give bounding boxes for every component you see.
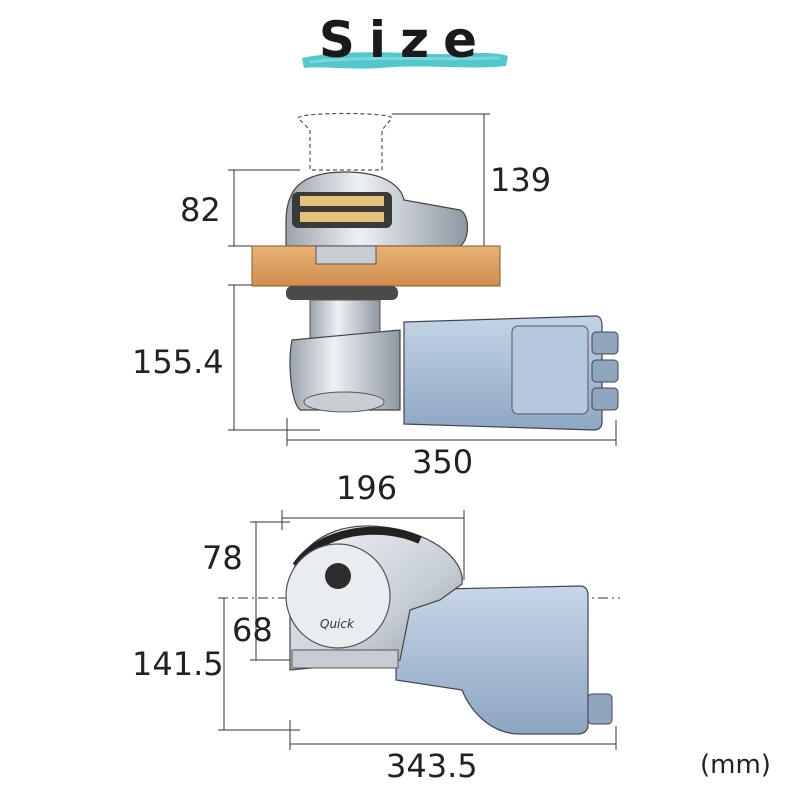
dim-height-top: 82 <box>180 191 221 229</box>
dim-length-top: 350 <box>412 443 474 481</box>
dim-lower-offset: 68 <box>232 611 273 649</box>
unit-label: (mm) <box>700 750 771 780</box>
top-view-drawing: Quick <box>218 510 620 750</box>
dim-height-below-deck: 155.4 <box>132 343 224 381</box>
motor-body-top <box>395 585 589 735</box>
brand-logo: Quick <box>320 617 355 631</box>
cable-glands <box>587 693 613 725</box>
title-block: Size <box>300 6 510 76</box>
dim-length-bottom: 343.5 <box>386 747 478 785</box>
dim-upper-offset: 78 <box>202 539 243 577</box>
side-view-drawing <box>228 112 619 446</box>
dim-height-with-drum: 139 <box>490 161 552 199</box>
title-underline <box>302 52 508 69</box>
dim-depth: 141.5 <box>132 645 224 683</box>
windlass-base <box>286 286 401 413</box>
windlass-head-top: Quick <box>285 525 463 671</box>
page-title: Size <box>318 11 492 69</box>
drum-outline-dashed <box>297 112 393 171</box>
motor-body <box>403 315 619 431</box>
windlass-head <box>285 171 469 247</box>
dim-width-top: 196 <box>336 469 398 507</box>
